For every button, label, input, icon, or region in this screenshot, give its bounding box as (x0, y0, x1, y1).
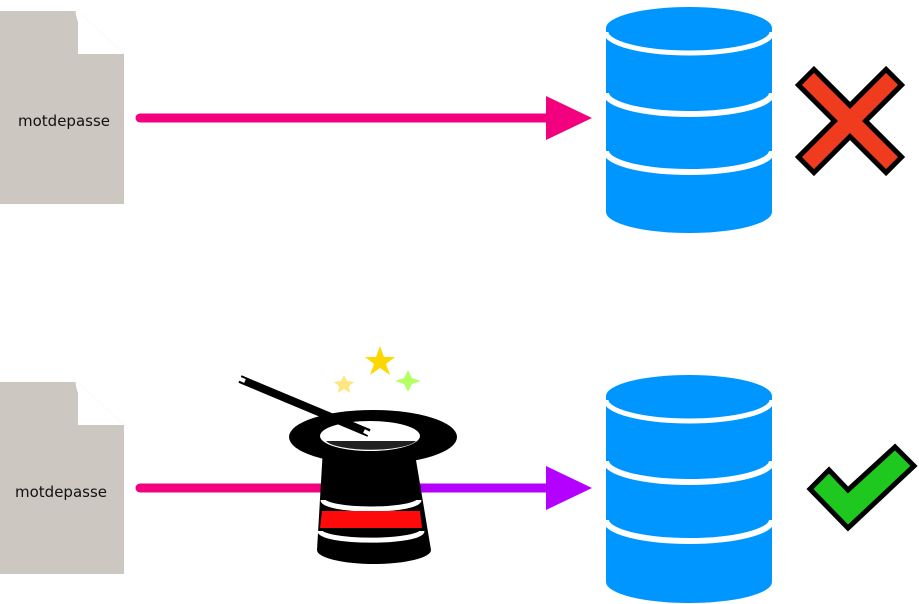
document-fold-edge (75, 381, 117, 424)
database-band-upper (603, 92, 775, 117)
database-band-upper (603, 460, 775, 485)
database-top (606, 375, 772, 417)
row-plain-password: motdepasse (0, 7, 906, 233)
wand-stick (238, 375, 371, 437)
database-top (606, 7, 772, 49)
document-label: motdepasse (18, 112, 110, 130)
cross-icon (794, 65, 906, 177)
hat-band (320, 511, 422, 528)
hat-stripe-lower (317, 530, 425, 543)
document-icon: motdepasse (0, 381, 124, 574)
cross-shape (794, 65, 906, 177)
magic-hat-icon (237, 346, 457, 564)
document-sheet (0, 11, 124, 204)
database-band-lower (603, 150, 775, 175)
hat-opening-shadow (326, 441, 416, 450)
magic-wand-icon (237, 375, 371, 437)
plain-arrow-head (546, 96, 592, 140)
database-top-rim (603, 399, 775, 424)
document-icon: motdepasse (0, 10, 124, 204)
document-fold (78, 382, 124, 425)
check-shape (806, 443, 918, 532)
database-body (606, 396, 772, 603)
database-top-rim (603, 31, 775, 56)
check-icon (806, 443, 918, 532)
hat-crown (317, 448, 431, 564)
database-icon (603, 375, 775, 603)
wand-tip-bottom (363, 429, 371, 436)
sparkle-star-icon (395, 370, 421, 392)
document-sheet (0, 382, 124, 574)
hashed-arrow (415, 466, 592, 510)
document-label: motdepasse (15, 483, 107, 501)
hashed-arrow-head (546, 466, 592, 510)
database-body (606, 28, 772, 233)
database-icon (603, 7, 775, 233)
hat-stripe-upper (320, 499, 422, 512)
wand-tip-top (237, 376, 246, 383)
row-hashed-password: motdepasse (0, 346, 918, 603)
sparkle-star-icon (365, 346, 395, 375)
database-band-lower (603, 519, 775, 544)
plain-arrow (135, 96, 592, 140)
sparkle-star-icon (334, 375, 354, 393)
document-fold-edge (75, 10, 117, 53)
document-fold (78, 11, 124, 54)
